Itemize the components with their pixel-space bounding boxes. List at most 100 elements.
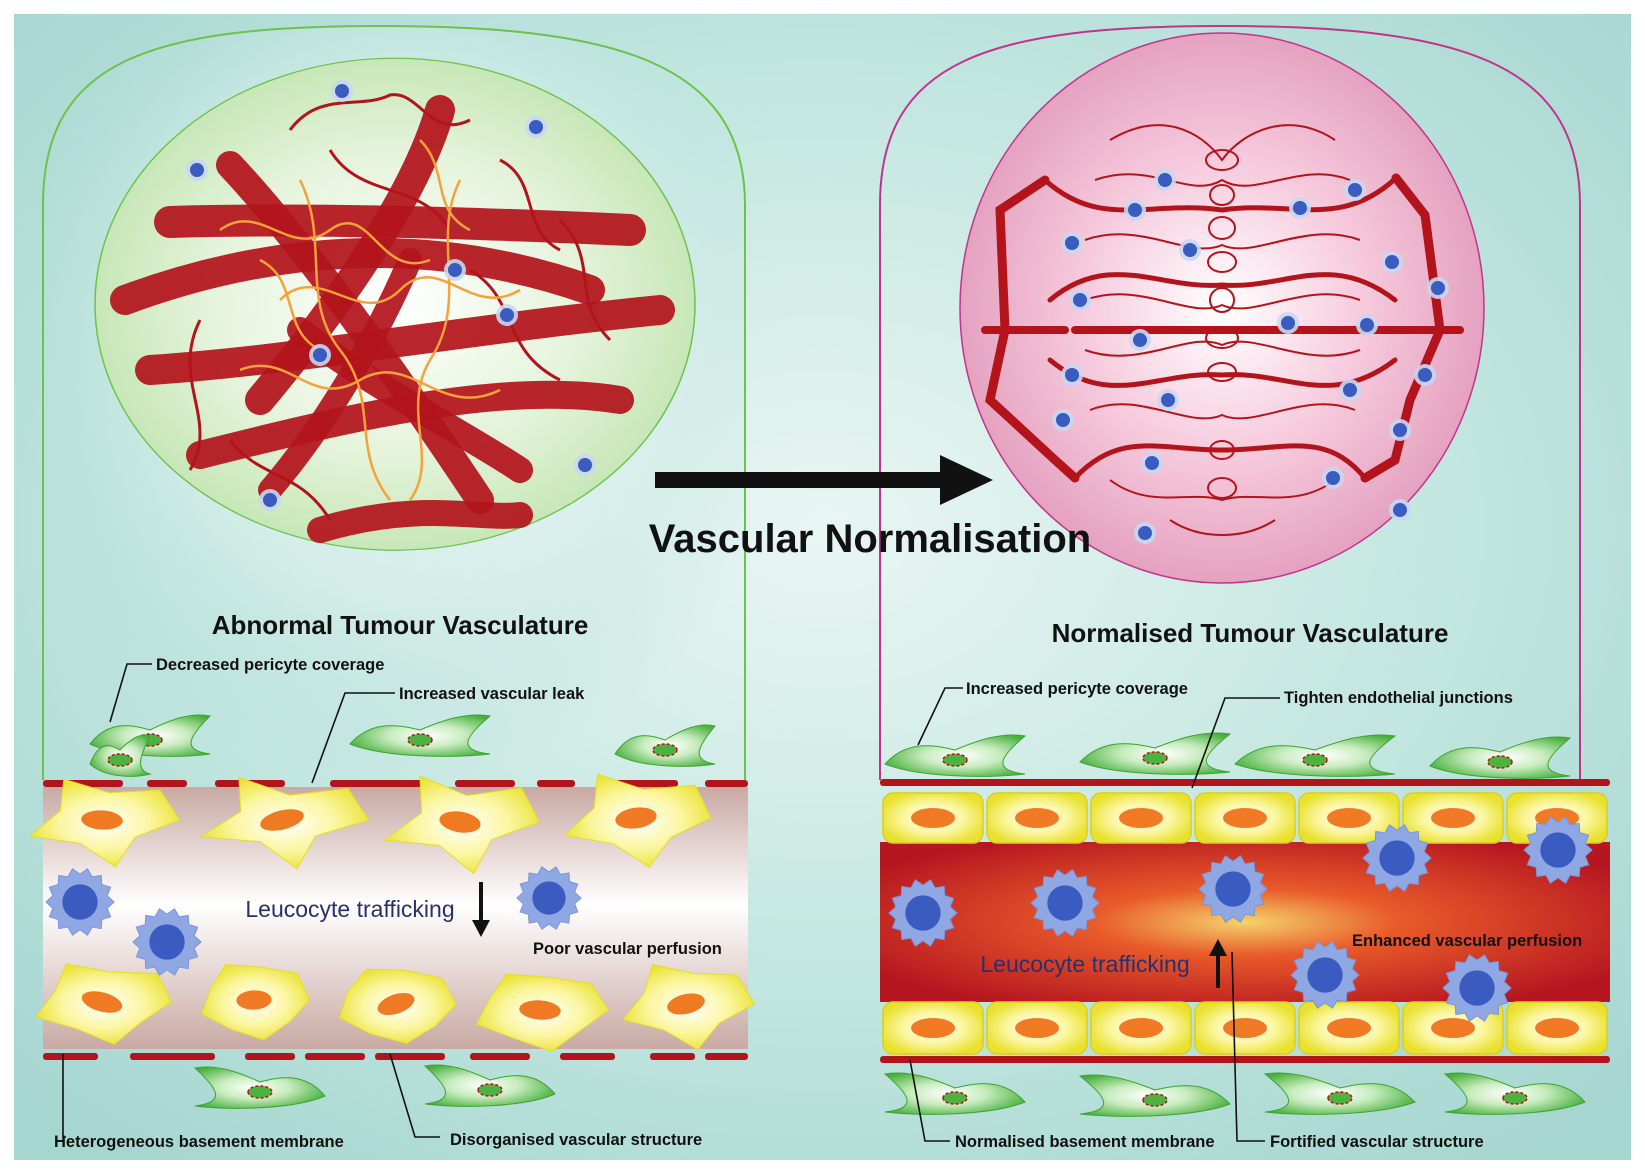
left-thin-vessels xyxy=(188,93,612,521)
leucocyte xyxy=(45,868,115,936)
tumour-cell xyxy=(1356,314,1378,336)
right-bottom-basement-membrane xyxy=(880,1056,1610,1063)
right-vessel-section: Leucocyte trafficking xyxy=(880,732,1610,1117)
nucleus xyxy=(911,808,955,828)
leucocyte xyxy=(1030,869,1100,937)
pericyte-nucleus xyxy=(1142,751,1168,765)
tumour-cell xyxy=(444,259,466,281)
nucleus xyxy=(377,992,415,1016)
tumour-cell xyxy=(1322,467,1344,489)
endothelial-cell xyxy=(199,776,370,870)
pericyte xyxy=(1443,1072,1586,1115)
membrane-segment xyxy=(537,780,575,787)
pericyte-nucleus xyxy=(1327,1091,1353,1105)
tumour-cell xyxy=(331,80,353,102)
nucleus xyxy=(1327,808,1371,828)
membrane-segment xyxy=(130,1053,215,1060)
nucleus xyxy=(667,993,705,1015)
leucocyte-nucleus xyxy=(1379,840,1415,876)
endothelial-cell xyxy=(1090,792,1192,844)
left-trafficking-label: Leucocyte trafficking xyxy=(245,896,454,922)
nucleus xyxy=(1223,1018,1267,1038)
leucocyte-nucleus xyxy=(905,895,941,931)
right-tumour-mass xyxy=(959,32,1485,584)
endothelial-cell xyxy=(28,778,181,868)
pericyte xyxy=(1263,1072,1416,1115)
left-top-basement-membrane xyxy=(43,780,748,787)
leucocyte xyxy=(1290,941,1360,1009)
pericyte-nucleus xyxy=(1142,1093,1168,1107)
nucleus xyxy=(1223,808,1267,828)
endothelial-cell xyxy=(1506,1001,1608,1055)
membrane-segment xyxy=(455,780,515,787)
pericyte-nucleus xyxy=(942,1091,968,1105)
membrane-segment xyxy=(43,1053,98,1060)
tumour-cell xyxy=(1339,379,1361,401)
left-panel-title: Abnormal Tumour Vasculature xyxy=(212,610,589,640)
tumour-cell xyxy=(1069,289,1091,311)
pericyte xyxy=(883,1072,1026,1115)
nucleus xyxy=(81,991,123,1013)
nucleus xyxy=(1535,1018,1579,1038)
pericyte xyxy=(1429,736,1572,779)
tumour-cell xyxy=(1157,389,1179,411)
endothelial-cell xyxy=(563,773,712,868)
right-perfusion-label: Enhanced vascular perfusion xyxy=(1352,932,1582,950)
endothelial-cell xyxy=(986,1001,1088,1055)
nucleus xyxy=(1119,808,1163,828)
leucocyte-nucleus xyxy=(1047,885,1083,921)
left-pericytes xyxy=(89,714,716,1109)
membrane-segment xyxy=(245,1053,295,1060)
normalisation-arrow-head xyxy=(940,455,993,505)
membrane-segment xyxy=(705,780,748,787)
membrane-segment xyxy=(650,1053,695,1060)
pericyte xyxy=(884,734,1027,777)
tumour-cell xyxy=(525,116,547,138)
pericyte-nucleus xyxy=(407,733,433,747)
nucleus xyxy=(1327,1018,1371,1038)
right-tumour xyxy=(959,32,1485,584)
nucleus xyxy=(236,990,272,1010)
tumour-cell xyxy=(1381,251,1403,273)
normalisation-label: Vascular Normalisation xyxy=(649,517,1091,561)
tumour-cell xyxy=(1061,232,1083,254)
leucocyte-nucleus xyxy=(1459,970,1495,1006)
left-membrane-label: Heterogeneous basement membrane xyxy=(54,1133,344,1151)
endothelial-cell xyxy=(1506,792,1608,844)
pericyte xyxy=(423,1064,556,1107)
nucleus xyxy=(1431,1018,1475,1038)
pericyte-nucleus xyxy=(942,753,968,767)
left-bottom-basement-membrane xyxy=(43,1053,748,1060)
nucleus xyxy=(1015,808,1059,828)
endothelial-cell xyxy=(1402,792,1504,844)
leucocyte xyxy=(1442,954,1512,1022)
nucleus xyxy=(615,807,657,829)
endothelial-cell xyxy=(338,968,457,1045)
pericyte-nucleus xyxy=(107,753,133,767)
endothelial-cell xyxy=(34,963,173,1046)
leucocyte xyxy=(1198,855,1268,923)
right-junctions-label: Tighten endothelial junctions xyxy=(1284,689,1513,707)
right-trafficking-label: Leucocyte trafficking xyxy=(980,951,1189,977)
tumour-cell xyxy=(1389,419,1411,441)
right-capillary-network xyxy=(1084,124,1361,536)
leucocyte-nucleus xyxy=(532,881,566,915)
pericyte xyxy=(614,724,716,767)
left-trafficking-arrowhead xyxy=(472,920,490,937)
right-pericytes xyxy=(883,732,1586,1117)
endothelial-cell xyxy=(1090,1001,1192,1055)
tumour-cell xyxy=(1154,169,1176,191)
right-top-basement-membrane xyxy=(880,779,1610,786)
left-callout-lines xyxy=(62,663,440,1138)
tumour-cell xyxy=(1389,499,1411,521)
right-trafficking-arrowhead xyxy=(1209,939,1227,956)
membrane-segment xyxy=(375,1053,445,1060)
endothelial-cell xyxy=(1298,792,1400,844)
left-leak-label: Increased vascular leak xyxy=(399,685,585,703)
right-pericyte-label: Increased pericyte coverage xyxy=(966,680,1188,698)
right-organised-endothelial-cells xyxy=(882,792,1608,1055)
leucocyte xyxy=(132,908,202,976)
nucleus xyxy=(1119,1018,1163,1038)
leucocyte-nucleus xyxy=(1215,871,1251,907)
